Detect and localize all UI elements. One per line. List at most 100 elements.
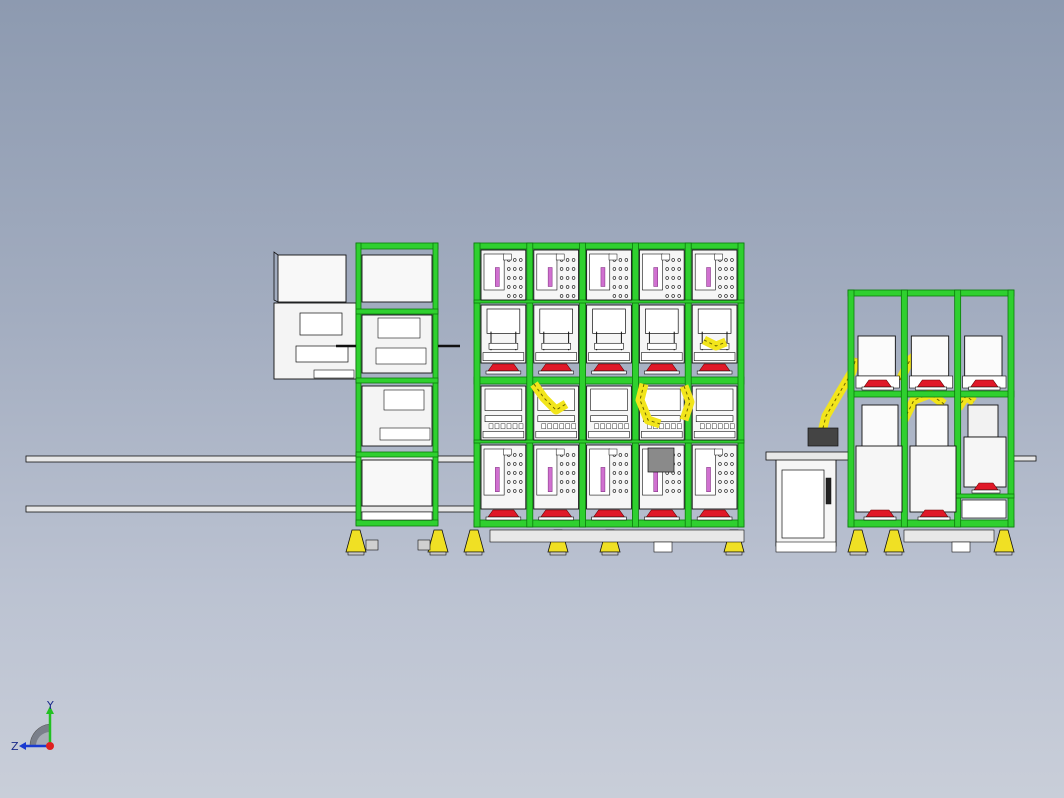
tower-kick xyxy=(361,511,433,521)
connector-port xyxy=(671,267,675,271)
connector-port xyxy=(519,489,523,493)
connector-port xyxy=(513,276,517,280)
connector-port xyxy=(571,276,576,280)
cell-module xyxy=(586,249,632,301)
connector-port xyxy=(519,480,523,484)
connector-port xyxy=(665,294,669,298)
connector-port xyxy=(677,480,681,484)
foot-pad xyxy=(725,551,743,556)
foot-pad xyxy=(549,551,567,556)
cell-module xyxy=(586,304,632,364)
indicator-strip xyxy=(600,467,606,492)
connector-port xyxy=(513,453,517,457)
connector-port xyxy=(618,471,623,475)
bench-cover xyxy=(484,388,523,411)
frame-beam xyxy=(432,242,439,526)
bench-rail xyxy=(484,415,523,423)
connector-port xyxy=(618,480,623,484)
connector-port xyxy=(612,294,617,298)
connector-port xyxy=(559,276,564,280)
connector-port xyxy=(665,276,669,280)
connector-port xyxy=(618,453,623,457)
label-plate xyxy=(714,253,723,261)
connector-port xyxy=(507,489,511,493)
robot-cell-upper-box xyxy=(964,335,1003,377)
connector-port xyxy=(624,471,629,475)
connector-port xyxy=(677,453,681,457)
tower-base xyxy=(379,427,431,441)
press-base xyxy=(482,352,525,361)
press-plate xyxy=(541,342,571,350)
bench-cover xyxy=(590,388,628,411)
connector-port xyxy=(513,267,517,271)
base-skid xyxy=(903,529,995,543)
terminal xyxy=(541,423,546,429)
bench-base xyxy=(641,431,683,439)
terminal xyxy=(700,423,705,429)
base-skid xyxy=(489,529,745,543)
connector-port xyxy=(618,276,623,280)
foot-pad xyxy=(465,551,483,556)
connector-port xyxy=(624,480,629,484)
connector-port xyxy=(513,285,517,289)
connector-port xyxy=(618,489,623,493)
frame-beam xyxy=(526,242,534,528)
robot-arm-detail xyxy=(639,383,661,425)
fixture-pad xyxy=(487,363,520,372)
terminal xyxy=(600,423,605,429)
coordinate-triad[interactable]: Y Z xyxy=(8,698,78,768)
connector-port xyxy=(513,258,517,262)
terminal xyxy=(624,423,629,429)
connector-port xyxy=(565,294,570,298)
terminal xyxy=(571,423,576,429)
frame-beam xyxy=(847,519,1015,528)
connector-port xyxy=(612,489,617,493)
connector-port xyxy=(507,471,511,475)
connector-port xyxy=(565,276,570,280)
connector-port xyxy=(624,489,629,493)
connector-port xyxy=(677,294,681,298)
connector-port xyxy=(724,258,728,262)
cell-door xyxy=(589,253,611,291)
fixture-base xyxy=(591,516,627,521)
fixture-base xyxy=(485,370,522,375)
robot-cell-mid-box xyxy=(967,404,999,438)
connector-port xyxy=(665,285,669,289)
drive-unit xyxy=(647,447,675,473)
connector-port xyxy=(730,276,734,280)
press-head xyxy=(592,308,626,334)
fixture-base xyxy=(861,386,894,391)
connector-port xyxy=(624,267,629,271)
cell-door xyxy=(694,448,716,496)
cell-module xyxy=(480,304,527,364)
support-foot xyxy=(847,529,869,553)
terminal xyxy=(659,423,664,429)
frame-beam xyxy=(473,439,745,444)
terminal xyxy=(618,423,623,429)
connector-port xyxy=(677,471,681,475)
fixture-base xyxy=(915,386,947,391)
base-bracket xyxy=(653,541,673,553)
cell-module xyxy=(586,385,632,441)
cell-module xyxy=(638,385,685,441)
controller-door xyxy=(781,469,825,539)
support-foot xyxy=(883,529,905,553)
terminal xyxy=(547,423,552,429)
connector-port xyxy=(519,285,523,289)
left-loading-station xyxy=(273,242,460,556)
terminal xyxy=(724,423,729,429)
label-plate xyxy=(503,448,512,456)
connector-port xyxy=(730,480,734,484)
terminal xyxy=(488,423,494,429)
terminal xyxy=(553,423,558,429)
connector-port xyxy=(724,453,728,457)
connector-port xyxy=(671,480,675,484)
connector-port xyxy=(671,258,675,262)
foot-pad xyxy=(601,551,619,556)
cell-module xyxy=(691,249,738,301)
connector-port xyxy=(571,258,576,262)
label-plate xyxy=(661,253,671,261)
fixture-pad xyxy=(698,509,731,518)
